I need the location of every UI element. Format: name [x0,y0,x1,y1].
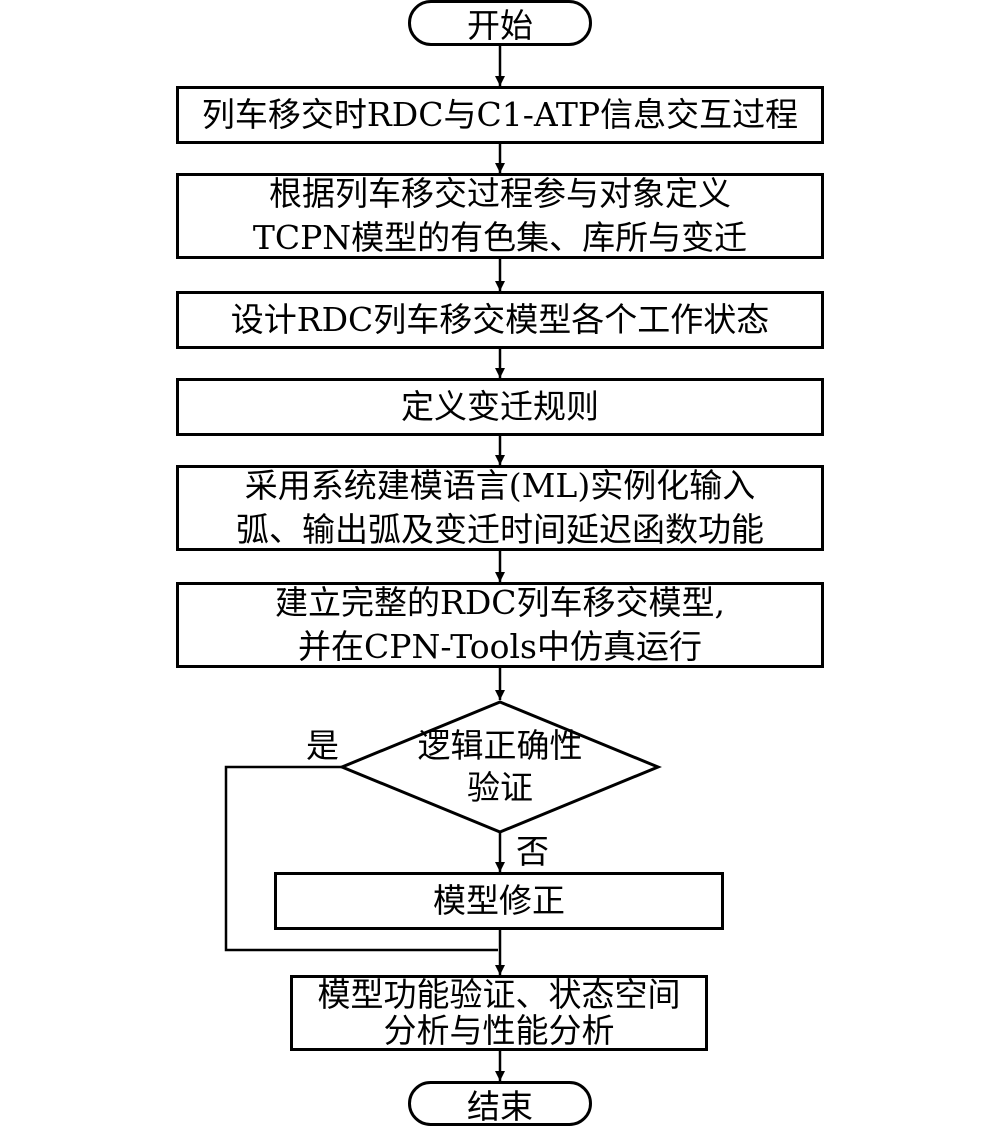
step-line: 采用系统建模语言(ML)实例化输入 [244,466,756,505]
step-line: 建立完整的RDC列车移交模型, [274,583,726,622]
decision-diamond [338,700,662,834]
step-line: TCPN模型的有色集、库所与变迁 [252,218,748,257]
yes-label: 是 [306,726,339,765]
step-line: 根据列车移交过程参与对象定义 [269,174,731,213]
step-model-fix: 模型修正 [274,872,724,930]
step-define-tcpn-sets: 根据列车移交过程参与对象定义 TCPN模型的有色集、库所与变迁 [176,173,824,259]
step-line: 列车移交时RDC与C1-ATP信息交互过程 [201,95,799,134]
step-ml-instantiation: 采用系统建模语言(ML)实例化输入 弧、输出弧及变迁时间延迟函数功能 [176,465,824,551]
step-line: 设计RDC列车移交模型各个工作状态 [230,300,770,339]
step-line: 分析与性能分析 [383,1011,615,1050]
no-label: 否 [516,832,549,871]
step-define-transition-rules: 定义变迁规则 [176,378,824,436]
end-terminal: 结束 [408,1081,592,1126]
decision-line: 验证 [467,768,533,807]
step-line: 定义变迁规则 [401,387,599,426]
start-label: 开始 [467,6,533,45]
step-final-analysis: 模型功能验证、状态空间 分析与性能分析 [290,975,708,1051]
arrow-yes-branch [224,765,498,952]
step-build-and-simulate: 建立完整的RDC列车移交模型, 并在CPN-Tools中仿真运行 [176,582,824,668]
decision-label: 逻辑正确性 验证 [345,725,655,809]
decision-line: 逻辑正确性 [417,726,583,765]
step-line: 并在CPN-Tools中仿真运行 [298,627,702,666]
step-line: 弧、输出弧及变迁时间延迟函数功能 [236,510,764,549]
step-rdc-atp-interaction: 列车移交时RDC与C1-ATP信息交互过程 [176,86,824,144]
step-design-work-states: 设计RDC列车移交模型各个工作状态 [176,291,824,349]
end-label: 结束 [467,1086,533,1126]
start-terminal: 开始 [408,0,592,46]
step-line: 模型修正 [433,881,565,920]
step-line: 模型功能验证、状态空间 [317,975,681,1014]
